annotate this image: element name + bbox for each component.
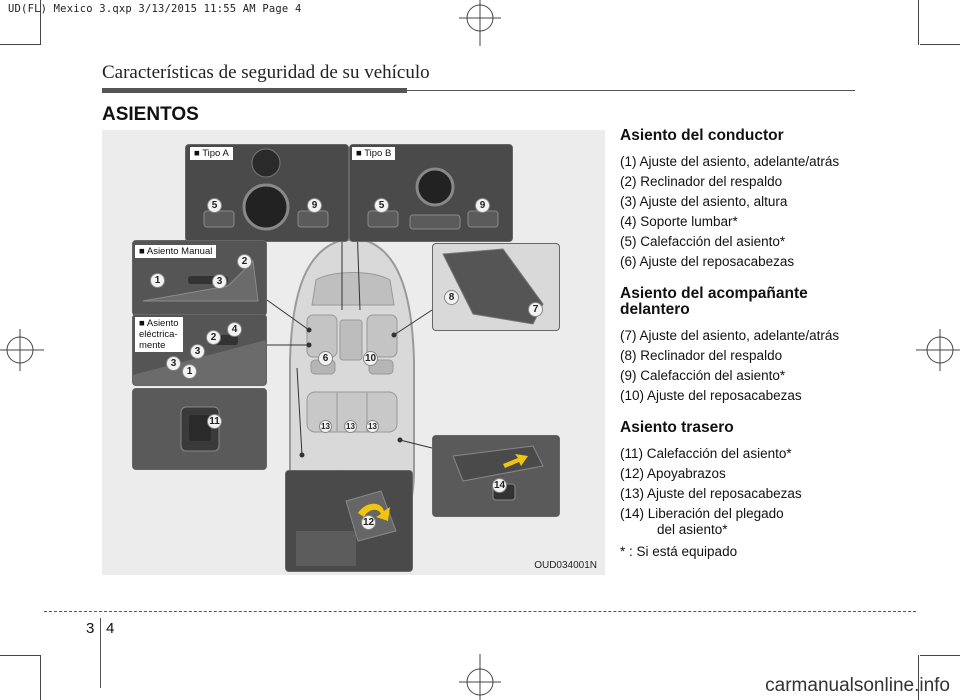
callout-12: 12 <box>361 515 376 530</box>
console-a-illustration <box>186 145 348 241</box>
print-header: UD(FL) Mexico 3.qxp 3/13/2015 11:55 AM P… <box>8 3 302 15</box>
crop-mark <box>920 44 960 45</box>
registration-mark-right <box>916 329 960 371</box>
console-b-illustration <box>350 145 512 241</box>
seats-figure: ■ Tipo A 5 9 ■ Tipo B 5 9 ■ Asiento Manu… <box>102 130 605 575</box>
heading-conductor: Asiento del conductor <box>620 127 784 144</box>
crop-mark <box>40 655 41 700</box>
panel-calefaccion-trasera <box>132 388 267 470</box>
list-item: (14) Liberación del plegado <box>620 506 784 521</box>
crop-mark <box>40 0 41 45</box>
crop-mark <box>920 655 960 656</box>
section-rule-thin <box>407 90 855 91</box>
footer-rule <box>44 611 916 612</box>
callout-3: 3 <box>212 274 227 289</box>
callout-2: 2 <box>237 254 252 269</box>
list-item-continuation: del asiento* <box>657 522 728 537</box>
callout-10: 10 <box>363 351 378 366</box>
list-item: (9) Calefacción del asiento* <box>620 368 786 383</box>
list-item: (10) Ajuste del reposacabezas <box>620 388 802 403</box>
callout-8: 8 <box>444 290 459 305</box>
registration-mark-left <box>0 329 44 371</box>
fold-release-illustration <box>433 436 559 516</box>
callout-13: 13 <box>344 420 357 433</box>
list-item: (13) Ajuste del reposacabezas <box>620 486 802 501</box>
heading-trasero: Asiento trasero <box>620 419 734 436</box>
label-asiento-electrico: ■ Asiento eléctrica- mente <box>135 317 183 352</box>
armrest-illustration <box>286 471 412 571</box>
list-item: (1) Ajuste del asiento, adelante/atrás <box>620 154 840 169</box>
callout-13: 13 <box>319 420 332 433</box>
callout-7: 7 <box>528 302 543 317</box>
panel-liberacion-plegado <box>432 435 560 517</box>
panel-asiento-acompanante <box>432 243 560 331</box>
list-item: (4) Soporte lumbar* <box>620 214 738 229</box>
callout-9: 9 <box>307 198 322 213</box>
callout-3: 3 <box>190 344 205 359</box>
callout-1: 1 <box>182 364 197 379</box>
list-item: (2) Reclinador del respaldo <box>620 174 783 189</box>
callout-4: 4 <box>227 322 242 337</box>
list-item: (12) Apoyabrazos <box>620 466 726 481</box>
list-item: (11) Calefacción del asiento* <box>620 446 792 461</box>
crop-mark <box>0 44 40 45</box>
passenger-seat-illustration <box>433 244 559 330</box>
list-item: (3) Ajuste del asiento, altura <box>620 194 788 209</box>
callout-5: 5 <box>374 198 389 213</box>
label-tipo-a: ■ Tipo A <box>190 147 233 160</box>
list-item: (8) Reclinador del respaldo <box>620 348 783 363</box>
footnote: * : Si está equipado <box>620 544 738 559</box>
label-tipo-b: ■ Tipo B <box>352 147 396 160</box>
callout-11: 11 <box>207 414 222 429</box>
section-title: Características de seguridad de su vehíc… <box>102 62 430 83</box>
callout-9: 9 <box>475 198 490 213</box>
registration-mark-bottom <box>459 654 501 700</box>
section-rule <box>102 88 407 93</box>
text-column: Asiento del conductor (1) Ajuste del asi… <box>620 128 910 562</box>
crop-mark <box>918 0 919 45</box>
callout-3: 3 <box>166 356 181 371</box>
callout-1: 1 <box>150 273 165 288</box>
list-item: (6) Ajuste del reposacabezas <box>620 254 795 269</box>
page-number: 4 <box>106 620 115 637</box>
callout-14: 14 <box>492 478 507 493</box>
registration-mark-top <box>459 0 501 46</box>
figure-code: OUD034001N <box>534 560 597 571</box>
page-heading: ASIENTOS <box>102 104 199 125</box>
rear-heat-switch-illustration <box>133 389 266 469</box>
label-asiento-manual: ■ Asiento Manual <box>135 245 217 258</box>
panel-tipo-b <box>349 144 513 242</box>
crop-mark <box>918 655 919 700</box>
crop-mark <box>0 655 40 656</box>
page-number-separator <box>100 618 101 688</box>
callout-5: 5 <box>207 198 222 213</box>
list-item: (7) Ajuste del asiento, adelante/atrás <box>620 328 840 343</box>
callout-13: 13 <box>366 420 379 433</box>
callout-2: 2 <box>206 330 221 345</box>
list-item: (5) Calefacción del asiento* <box>620 234 786 249</box>
chapter-number: 3 <box>86 620 95 637</box>
panel-apoyabrazos <box>285 470 413 572</box>
callout-6: 6 <box>318 351 333 366</box>
panel-tipo-a <box>185 144 349 242</box>
heading-acompanante: Asiento del acompañante delantero <box>620 285 808 318</box>
watermark: carmanualsonline.info <box>765 675 950 696</box>
